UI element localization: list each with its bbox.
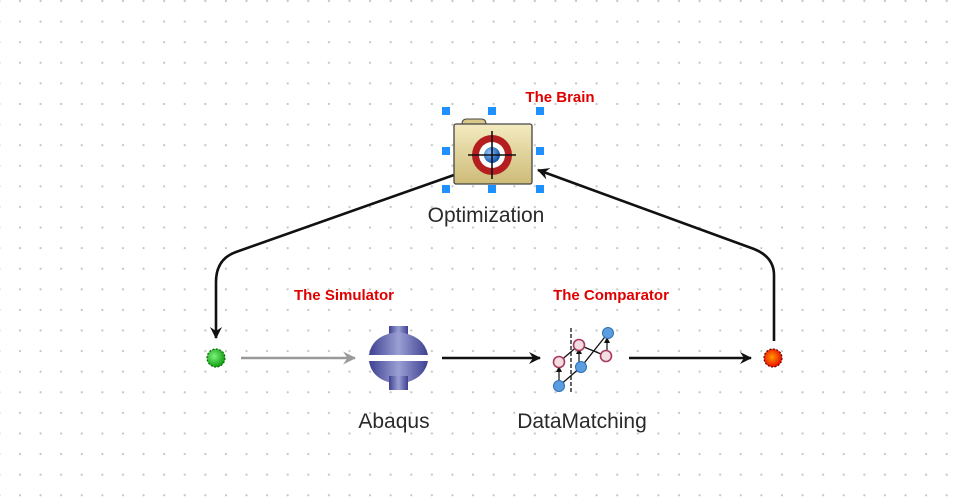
node-abaqus[interactable]: Abaqus The Simulator <box>294 287 430 433</box>
annotation-the-simulator: The Simulator <box>294 287 394 304</box>
handle-right[interactable] <box>536 147 544 155</box>
selection-handles[interactable] <box>442 107 544 193</box>
end-port-icon[interactable] <box>763 348 783 368</box>
node-label-abaqus: Abaqus <box>358 410 429 433</box>
abaqus-icon <box>369 326 428 390</box>
data-matching-icon <box>552 327 614 392</box>
node-start[interactable] <box>206 348 226 368</box>
lifebuoy-folder-icon <box>453 118 533 185</box>
node-optimization[interactable]: Optimization The Brain <box>428 89 595 227</box>
node-label-datamatching: DataMatching <box>517 410 647 433</box>
handle-bottom-left[interactable] <box>442 185 450 193</box>
handle-bottom[interactable] <box>488 185 496 193</box>
edges <box>210 168 776 365</box>
edge-end-to-optimization[interactable] <box>537 168 776 341</box>
annotation-the-comparator: The Comparator <box>553 287 669 304</box>
handle-bottom-right[interactable] <box>536 185 544 193</box>
node-datamatching[interactable]: DataMatching The Comparator <box>517 287 669 433</box>
handle-left[interactable] <box>442 147 450 155</box>
handle-top-right[interactable] <box>536 107 544 115</box>
handle-top-left[interactable] <box>442 107 450 115</box>
node-end[interactable] <box>763 348 783 368</box>
edge-optimization-to-start[interactable] <box>210 173 455 339</box>
node-label-optimization: Optimization <box>428 204 545 227</box>
handle-top[interactable] <box>488 107 496 115</box>
annotation-the-brain: The Brain <box>525 89 594 106</box>
start-port-icon[interactable] <box>206 348 226 368</box>
